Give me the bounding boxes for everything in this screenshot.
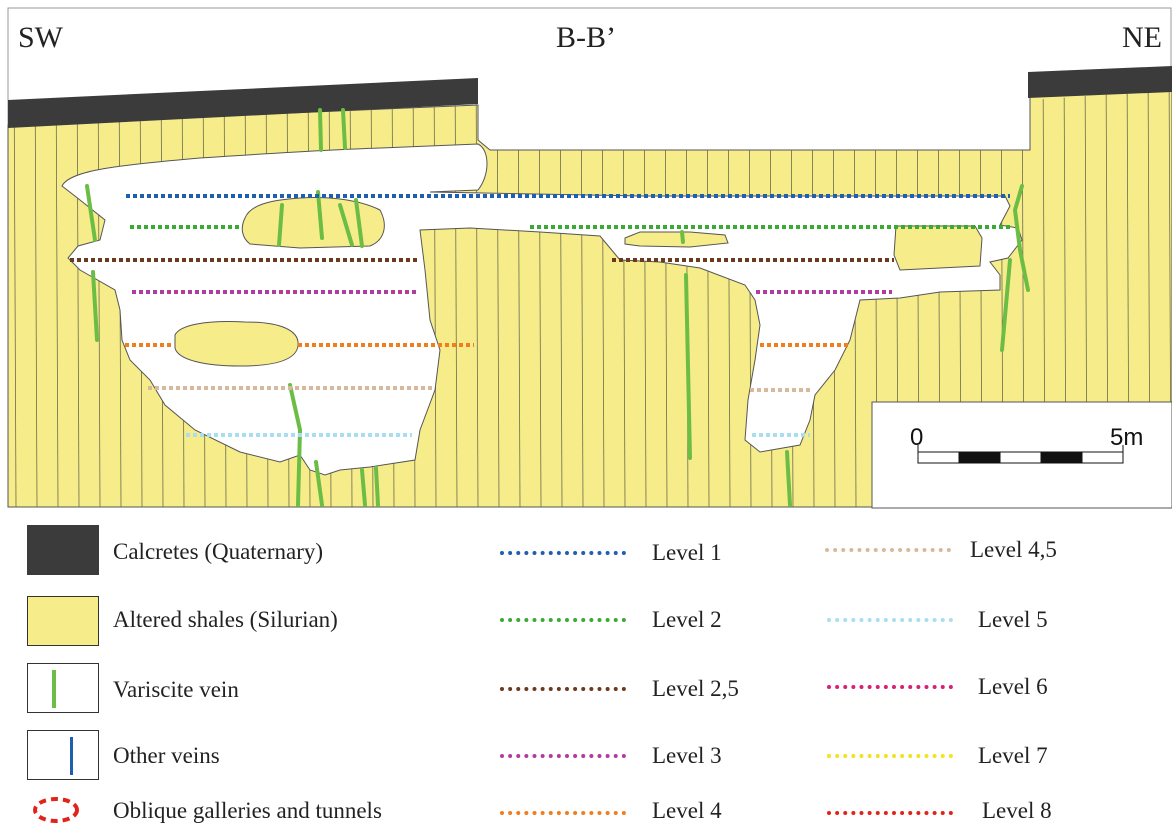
foliation-line — [97, 90, 101, 507]
calcrete-left — [8, 78, 478, 128]
level-7-label: Level 7 — [978, 743, 1048, 768]
section-title: B-B’ — [556, 21, 616, 54]
calcrete-right — [1028, 66, 1172, 98]
level-2-swatch — [500, 618, 626, 622]
level-2-5-swatch — [500, 687, 626, 691]
foliation-line — [433, 90, 437, 507]
legend-label-other-veins: Other veins — [113, 743, 220, 768]
level-6-swatch — [827, 685, 953, 689]
level-5-swatch — [827, 618, 953, 622]
cross-section-diagram: 0 5m SW B-B’ NE — [7, 7, 1172, 509]
foliation-line — [13, 90, 17, 507]
level-2-5-label: Level 2,5 — [652, 676, 739, 701]
legend-label-variscite: Variscite vein — [113, 677, 239, 702]
level-3-label: Level 3 — [652, 743, 722, 768]
level-2-label: Level 2 — [652, 607, 722, 632]
level-5-label: Level 5 — [978, 607, 1048, 632]
foliation-line — [475, 90, 479, 507]
foliation-line — [76, 90, 80, 507]
blue-vein-icon — [27, 730, 99, 780]
level-4-swatch — [500, 811, 626, 815]
calcrete-swatch — [27, 525, 99, 575]
legend-label-shales: Altered shales (Silurian) — [113, 607, 338, 632]
level-1-label: Level 1 — [652, 540, 722, 565]
green-vein-icon — [27, 663, 99, 713]
scale-start-label: 0 — [910, 424, 923, 451]
level-7-swatch — [827, 754, 953, 758]
level-lines — [70, 194, 1012, 437]
level-8-label: Level 8 — [982, 798, 1052, 823]
foliation-line — [454, 90, 458, 507]
variscite-veins — [85, 108, 1030, 507]
scale-bar — [917, 445, 1124, 464]
level-6-label: Level 6 — [978, 674, 1048, 699]
section-label-ne: NE — [1122, 21, 1162, 54]
scale-end-label: 5m — [1110, 424, 1143, 451]
dashed-ellipse-icon — [33, 797, 79, 823]
level-4-5-label: Level 4,5 — [970, 537, 1057, 562]
level-4-5-swatch — [825, 548, 951, 552]
level-8-swatch — [827, 811, 953, 815]
level-3-swatch — [500, 754, 626, 758]
shale-swatch — [27, 596, 99, 646]
level-1-swatch — [500, 551, 626, 555]
legend: Calcretes (Quaternary) Altered shales (S… — [0, 510, 1172, 835]
foliation-line — [55, 90, 59, 507]
foliation-line — [34, 90, 38, 507]
legend-label-calcretes: Calcretes (Quaternary) — [113, 539, 324, 564]
section-label-sw: SW — [18, 21, 64, 54]
legend-label-galleries: Oblique galleries and tunnels — [113, 798, 382, 823]
level-4-label: Level 4 — [652, 798, 722, 823]
